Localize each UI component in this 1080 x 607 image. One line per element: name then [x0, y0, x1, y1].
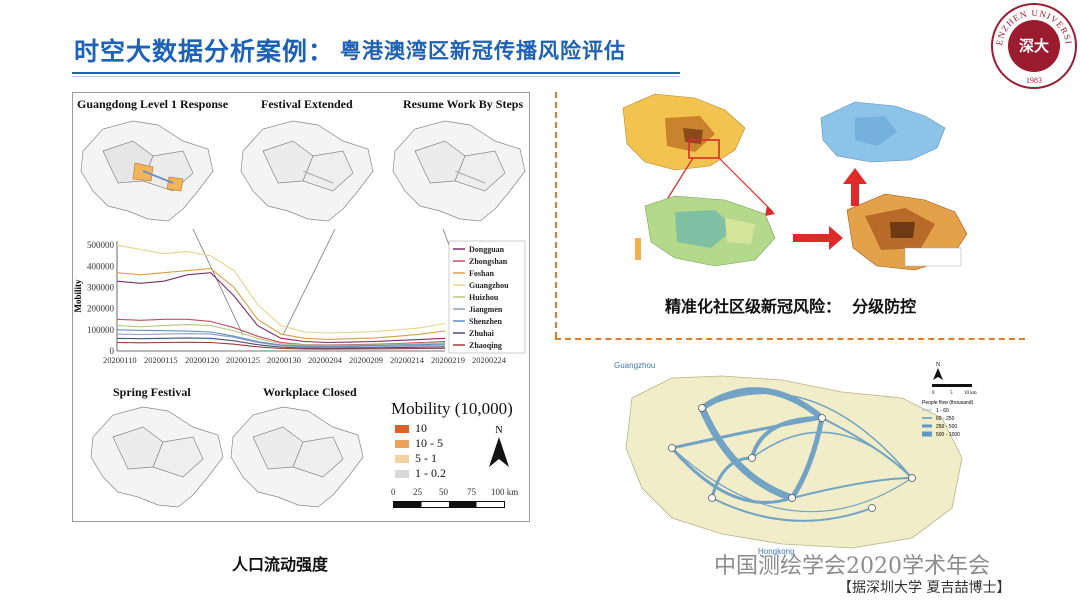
dashed-divider-horizontal	[555, 338, 1025, 340]
scale-bar: 0 25 50 75 100 km	[391, 487, 521, 511]
slide-title: 时空大数据分析案例： 粤港澳湾区新冠传播风险评估	[74, 30, 626, 70]
legend-label: Foshan	[469, 269, 494, 278]
province-risk-map	[622, 93, 746, 171]
legend-label: Jiangmen	[469, 305, 503, 314]
flow-legend-title: People flow (thousand)	[922, 400, 973, 406]
x-tick-label: 20200115	[144, 355, 178, 365]
district-detail-map	[635, 195, 776, 267]
north-arrow-icon	[933, 368, 943, 380]
city-label-hongkong: Hongkong	[758, 547, 794, 556]
x-tick-label: 20200125	[226, 355, 260, 365]
x-tick-label: 20200224	[472, 355, 507, 365]
university-logo: SHENZHEN UNIVERSITY 深大 1983	[986, 0, 1078, 90]
y-tick-label: 100000	[87, 325, 115, 335]
left-caption: 人口流动强度	[232, 555, 329, 574]
map-label-1: Guangdong Level 1 Response	[77, 97, 229, 111]
series-line-shenzhen	[116, 329, 446, 347]
legend-item-4: 1 - 0.2	[395, 466, 446, 481]
legend-swatch	[395, 439, 409, 448]
y-tick-label: 200000	[87, 304, 115, 314]
x-tick-label: 20200219	[431, 355, 465, 365]
series-line-guangzhou	[116, 244, 446, 334]
legend-label: Huizhou	[469, 293, 499, 302]
title-underline	[72, 72, 680, 74]
legend-swatch	[395, 424, 409, 433]
region-map-4	[90, 406, 224, 508]
legend-swatch	[395, 469, 409, 478]
legend-item-2: 10 - 5	[395, 436, 446, 451]
svg-text:60 - 250: 60 - 250	[936, 416, 955, 422]
y-tick-label: 0	[110, 346, 115, 356]
map-label-3: Resume Work By Steps	[403, 97, 524, 111]
map-label-2: Festival Extended	[261, 97, 353, 111]
x-tick-label: 20200130	[267, 355, 301, 365]
risk-level-map	[820, 101, 946, 163]
svg-text:N: N	[495, 425, 502, 436]
x-tick-label: 20200209	[349, 355, 383, 365]
logo-year: 1983	[1026, 76, 1042, 85]
series-line-zhaoqing	[116, 341, 446, 350]
series-line-huizhou	[116, 324, 446, 347]
right-top-caption: 精准化社区级新冠风险： 分级防控	[665, 297, 917, 316]
y-tick-label: 500000	[87, 240, 115, 250]
series-line-zhuhai	[116, 337, 446, 349]
y-tick-label: 300000	[87, 283, 115, 293]
legend-label: Dongguan	[469, 245, 505, 254]
series-line-dongguan	[116, 272, 446, 344]
svg-text:5: 5	[950, 391, 953, 396]
region-map-1	[80, 120, 214, 222]
legend-item-3: 5 - 1	[395, 451, 446, 466]
people-flow-map: Guangzhou Hongkong N 0 5 10 km People fl…	[614, 361, 977, 556]
legend-label: Zhuhai	[469, 329, 495, 338]
dashed-divider-vertical	[555, 92, 557, 338]
region-map-3	[392, 120, 526, 222]
series-line-foshan	[116, 267, 446, 340]
legend-swatch	[395, 454, 409, 463]
x-tick-label: 20200110	[103, 355, 137, 365]
region-map-5	[230, 406, 364, 508]
map-label-4: Spring Festival	[113, 385, 191, 399]
svg-text:10 km: 10 km	[964, 391, 977, 396]
left-figure: Guangdong Level 1 Response Festival Exte…	[72, 92, 530, 522]
mobility-legend: 10 10 - 5 5 - 1 1 - 0.2	[395, 421, 446, 481]
title-main: 时空大数据分析案例：	[74, 37, 335, 66]
region-map-2	[240, 120, 374, 222]
logo-center: 深大	[1019, 37, 1049, 55]
svg-text:250 - 500: 250 - 500	[936, 424, 957, 430]
svg-text:500 - 1000: 500 - 1000	[936, 432, 960, 438]
top-maps	[80, 120, 526, 222]
svg-text:0: 0	[932, 391, 935, 396]
svg-text:N: N	[936, 362, 941, 368]
flow-network-figure: Guangzhou Hongkong N 0 5 10 km People fl…	[612, 358, 1024, 558]
mobility-line-chart: 500000 400000 300000 200000 100000 0 Mobility 2…	[73, 240, 526, 365]
legend-item-1: 10	[395, 421, 446, 436]
x-tick-label: 20200204	[308, 355, 343, 365]
community-risk-maps	[622, 93, 968, 271]
x-tick-label: 20200214	[390, 355, 425, 365]
y-axis-label: Mobility	[73, 279, 83, 312]
legend-label: Guangzhou	[469, 281, 509, 290]
legend-label: Zhaoqing	[469, 341, 502, 350]
mobility-legend-title: Mobility (10,000)	[391, 399, 513, 418]
community-risk-map	[846, 193, 968, 271]
y-tick-label: 400000	[87, 261, 115, 271]
watermark-source: 【据深圳大学 夏吉喆博士】	[838, 580, 1011, 596]
city-label-guangzhou: Guangzhou	[614, 361, 655, 370]
x-tick-label: 20200120	[185, 355, 219, 365]
watermark-conference: 中国测绘学会2020学术年会	[714, 554, 990, 579]
bottom-maps	[90, 406, 364, 508]
title-underline-light	[72, 76, 680, 77]
legend-label: Shenzhen	[469, 317, 502, 326]
svg-text:1 - 60: 1 - 60	[936, 408, 949, 414]
title-sub: 粤港澳湾区新冠传播风险评估	[340, 38, 627, 63]
series-line-jiangmen	[116, 333, 446, 348]
map-label-5: Workplace Closed	[263, 385, 357, 399]
series-line-zhongshan	[116, 318, 446, 346]
north-arrow-icon: N	[489, 425, 509, 467]
legend-label: Zhongshan	[469, 257, 508, 266]
